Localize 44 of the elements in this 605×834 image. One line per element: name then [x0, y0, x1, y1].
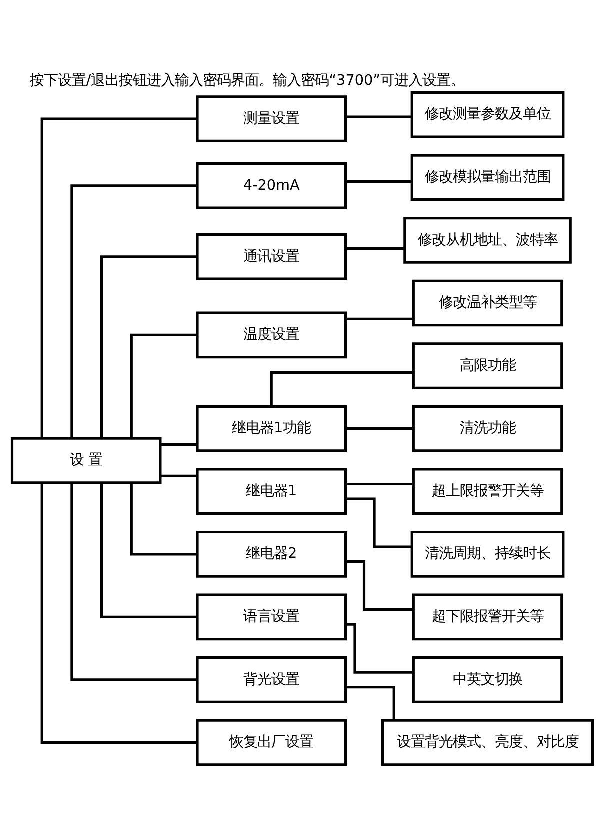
node-box: 设 置: [10, 437, 162, 484]
node-box: 继电器2: [196, 530, 348, 578]
connector: [160, 444, 198, 446]
connector: [70, 482, 198, 682]
node-box: 设置背光模式、亮度、对比度: [382, 719, 594, 766]
node-box: 修改从机地址、波特率: [404, 217, 572, 264]
connector: [346, 116, 412, 118]
node-box: 高限功能: [412, 342, 564, 390]
connector: [346, 560, 414, 612]
node-box: 温度设置: [196, 312, 348, 359]
connector: [40, 118, 198, 439]
connector: [270, 371, 414, 407]
node-box: 中英文切换: [412, 656, 564, 704]
connector: [130, 334, 198, 439]
node-box: 背光设置: [196, 656, 348, 704]
node-box: 修改温补类型等: [412, 280, 564, 327]
connector: [100, 483, 198, 618]
connector: [160, 474, 198, 478]
node-box: 超下限报警开关等: [412, 594, 564, 641]
connector: [346, 498, 412, 548]
connector: [346, 428, 414, 430]
connector: [100, 256, 198, 439]
connector: [346, 623, 414, 674]
node-box: 修改模拟量输出范围: [410, 154, 565, 202]
node-box: 语言设置: [196, 594, 348, 641]
node-box: 测量设置: [196, 96, 348, 142]
connector: [346, 247, 405, 250]
connector: [40, 482, 198, 744]
connector: [346, 482, 414, 486]
node-box: 继电器1功能: [196, 405, 348, 452]
diagram-title: 按下设置/退出按钮进入输入密码界面。输入密码“3700”可进入设置。: [30, 72, 465, 89]
node-box: 4-20mA: [196, 162, 348, 210]
node-box: 恢复出厂设置: [196, 719, 348, 766]
node-box: 清洗功能: [412, 405, 564, 452]
node-box: 通讯设置: [196, 234, 348, 280]
connector: [130, 482, 198, 556]
connector: [70, 184, 198, 438]
connector: [346, 180, 412, 184]
node-box: 清洗周期、持续时长: [410, 530, 565, 578]
node-box: 超上限报警开关等: [412, 468, 564, 516]
connector: [346, 686, 396, 721]
node-box: 继电器1: [196, 468, 348, 516]
connector: [346, 318, 414, 320]
node-box: 修改测量参数及单位: [410, 92, 565, 138]
